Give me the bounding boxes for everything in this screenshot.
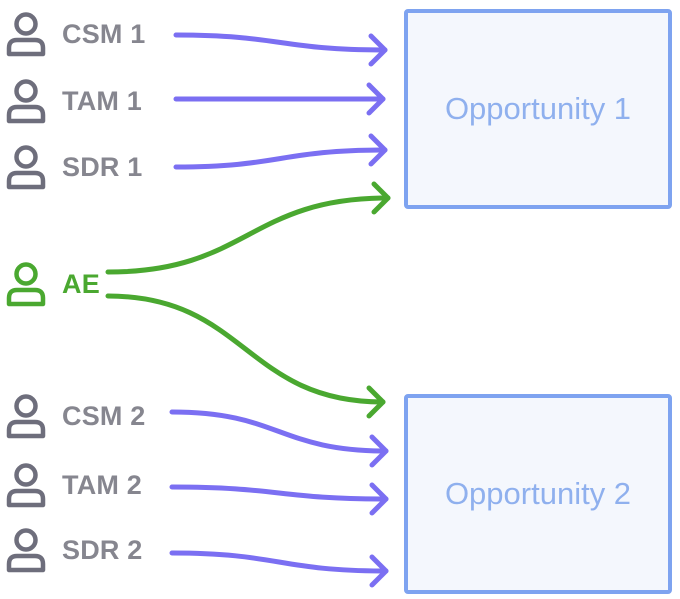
arrowhead-icon — [369, 482, 389, 516]
person-label: CSM 2 — [62, 400, 146, 431]
person-label: TAM 2 — [62, 469, 142, 500]
person-sdr-2: SDR 2 — [4, 525, 174, 575]
user-icon — [6, 463, 46, 508]
arrowhead-icon — [368, 33, 388, 67]
connection-sdr1-to-opp1 — [173, 147, 388, 170]
person-tam-1: TAM 1 — [4, 76, 174, 126]
person-csm-2: CSM 2 — [4, 391, 174, 441]
arrowhead-icon — [369, 554, 389, 588]
user-icon — [6, 394, 46, 439]
arrowhead-icon — [371, 181, 391, 215]
connection-sdr2-to-opp2 — [169, 550, 389, 574]
person-ae: AE — [4, 259, 174, 309]
connection-ae-to-opp2 — [105, 293, 386, 405]
person-label: SDR 1 — [62, 151, 143, 182]
person-sdr-1: SDR 1 — [4, 142, 174, 192]
person-label: SDR 2 — [62, 534, 143, 565]
arrowhead-icon — [366, 385, 386, 419]
connection-tam2-to-opp2 — [169, 484, 389, 502]
arrowhead-icon — [366, 82, 386, 116]
arrowhead-icon — [368, 133, 388, 167]
user-icon — [6, 262, 46, 307]
person-tam-2: TAM 2 — [4, 460, 174, 510]
connection-ae-to-opp1 — [105, 195, 391, 275]
connection-csm1-to-opp1 — [173, 32, 388, 53]
person-label: TAM 1 — [62, 85, 142, 116]
person-label: CSM 1 — [62, 18, 146, 49]
user-icon — [6, 528, 46, 573]
opportunity-2-box: Opportunity 2 — [404, 394, 672, 594]
opportunity-1-box: Opportunity 1 — [404, 9, 672, 209]
arrowhead-icon — [369, 434, 389, 468]
user-icon — [6, 79, 46, 124]
person-label: AE — [62, 268, 100, 299]
person-csm-1: CSM 1 — [4, 9, 174, 59]
opportunity-label: Opportunity 1 — [444, 91, 632, 126]
connection-csm2-to-opp2 — [169, 409, 389, 454]
opportunity-label: Opportunity 2 — [444, 476, 632, 511]
user-icon — [6, 145, 46, 190]
user-icon — [6, 12, 46, 57]
